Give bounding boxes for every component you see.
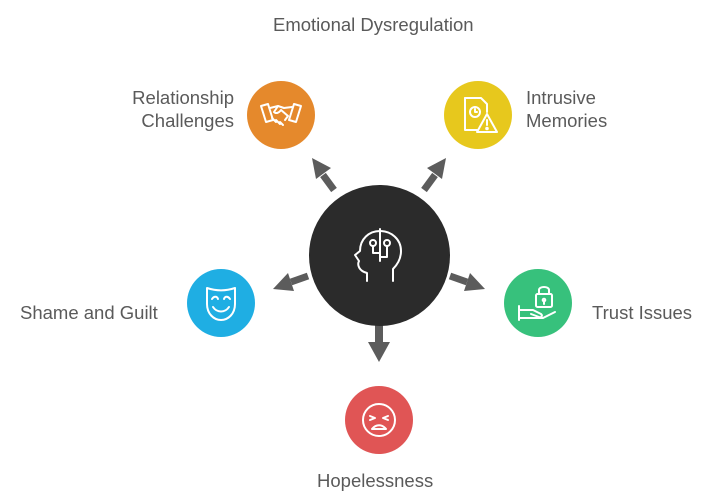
node-relationship-circle (247, 81, 315, 149)
arrow-to-hopelessness (368, 325, 390, 362)
arrow-to-trust (448, 272, 485, 291)
mind-icon (353, 227, 402, 282)
arrow-to-intrusive (421, 158, 446, 193)
document-warning-icon (464, 97, 498, 133)
arrow-to-relationship (312, 158, 337, 193)
node-intrusive-label: Intrusive Memories (526, 87, 608, 131)
arrow-to-shame (273, 272, 310, 291)
node-trust-label: Trust Issues (592, 302, 693, 323)
center-circle (309, 185, 450, 326)
smiling-mask-icon (206, 287, 236, 321)
node-shame-circle (187, 269, 255, 337)
node-shame-label: Shame and Guilt (20, 302, 158, 323)
sad-face-icon (362, 403, 396, 437)
handshake-icon (260, 103, 302, 126)
node-emotional-dysregulation-label: Emotional Dysregulation (273, 14, 474, 35)
lock-hand-icon (518, 286, 556, 321)
node-trust-circle (504, 269, 572, 337)
node-hopelessness-circle (345, 386, 413, 454)
node-relationship-label: Relationship Challenges (132, 87, 234, 131)
node-hopelessness-label: Hopelessness (317, 470, 434, 491)
node-intrusive-circle (444, 81, 512, 149)
